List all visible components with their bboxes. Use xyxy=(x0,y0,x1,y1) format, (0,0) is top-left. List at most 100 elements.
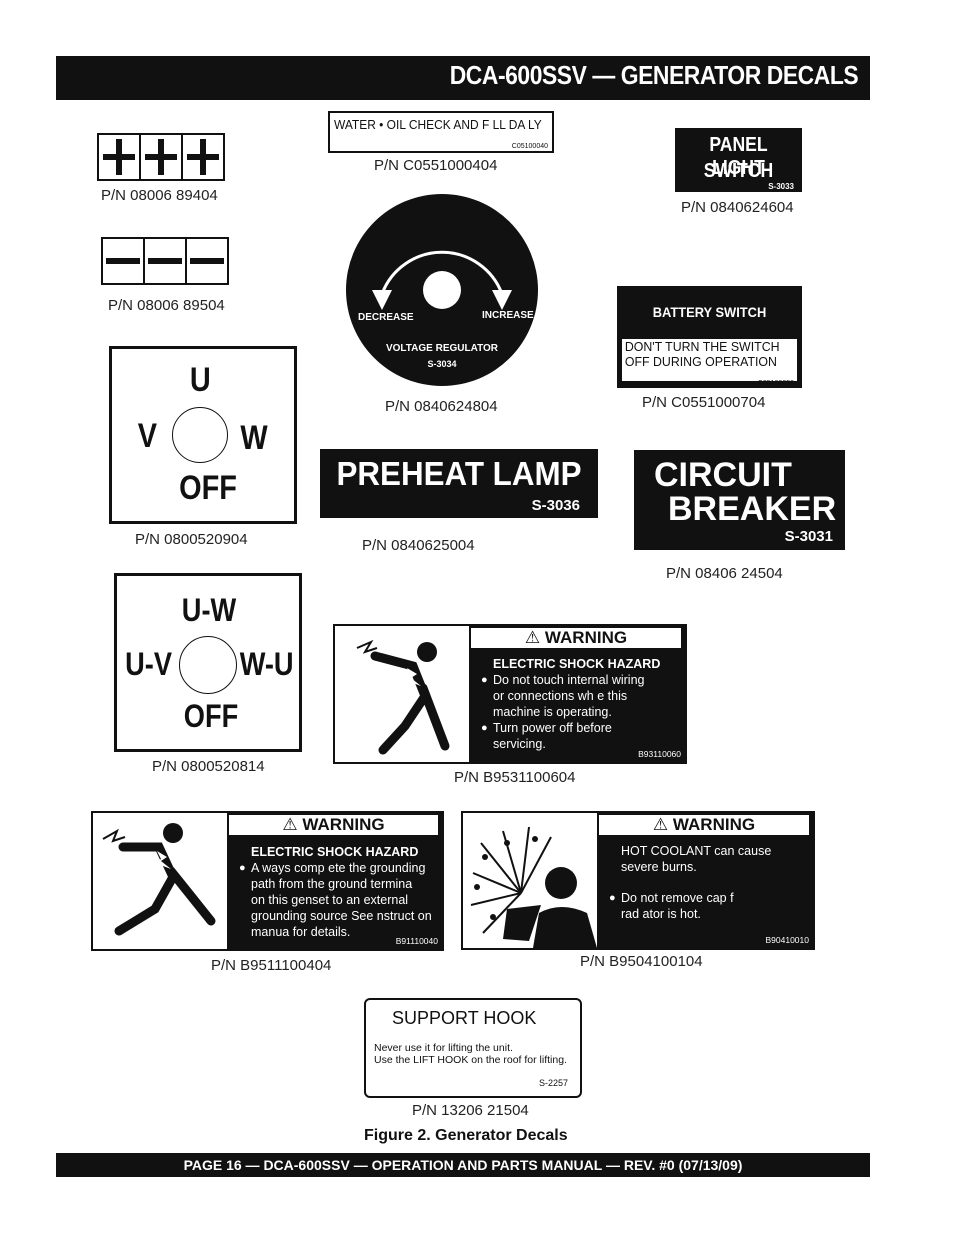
decal-text: SWITCH xyxy=(703,160,774,182)
warning-line: A ways comp ete the grounding xyxy=(251,861,426,875)
minus-icon xyxy=(187,239,227,283)
warning-line: Do not touch internal wiring xyxy=(493,673,645,687)
voltage-regulator-decal: DECREASE INCREASE VOLTAGE REGULATOR S-30… xyxy=(346,194,538,386)
bullet-icon: ● xyxy=(481,722,488,734)
header-bar: DCA-600SSV — GENERATOR DECALS xyxy=(56,56,870,100)
part-number: P/N B9531100604 xyxy=(454,769,576,786)
preheat-lamp-decal: PREHEAT LAMP S-3036 xyxy=(320,449,598,518)
warning-line: on this genset to an external xyxy=(251,893,409,907)
warning-panel: ⚠ WARNING ELECTRIC SHOCK HAZARD ● A ways… xyxy=(227,813,442,949)
part-number: P/N C0551000704 xyxy=(642,394,766,411)
bullet-icon: ● xyxy=(239,862,246,874)
decal-code: S-2257 xyxy=(538,1078,568,1088)
selector-label: U xyxy=(189,361,211,399)
plus-icon xyxy=(99,135,141,179)
decal-code: B93110060 xyxy=(638,749,681,759)
decal-code: S-3034 xyxy=(427,359,457,369)
part-number: P/N 08006 89504 xyxy=(108,297,225,314)
warning-label: WARNING xyxy=(302,815,385,834)
selector-label: U-V xyxy=(125,646,172,682)
warning-triangle-icon: ⚠ xyxy=(524,628,541,647)
part-number: P/N 0840624604 xyxy=(681,199,794,216)
footer-text: PAGE 16 — DCA-600SSV — OPERATION AND PAR… xyxy=(183,1157,743,1173)
warning-banner: ⚠ WARNING xyxy=(471,628,681,648)
grounding-warning-decal: ⚠ WARNING ELECTRIC SHOCK HAZARD ● A ways… xyxy=(91,811,444,951)
shock-warning-decal: ⚠ WARNING ELECTRIC SHOCK HAZARD ● Do not… xyxy=(333,624,687,764)
plus-icon xyxy=(183,135,223,179)
warning-triangle-icon: ⚠ xyxy=(282,815,298,834)
decal-code: C05100050 xyxy=(757,380,794,387)
shock-hazard-pictogram xyxy=(93,813,227,949)
electric-shock-icon xyxy=(102,823,216,936)
decal-title: CIRCUIT xyxy=(654,456,792,494)
plus-decal xyxy=(97,133,225,181)
part-number: P/N 0800520904 xyxy=(135,531,248,548)
decal-code: S-3031 xyxy=(784,528,833,545)
warning-line: manua for details. xyxy=(251,925,351,939)
bullet-icon: ● xyxy=(609,892,616,904)
selector-label: U-W xyxy=(181,592,237,628)
page-title: DCA-600SSV — GENERATOR DECALS xyxy=(449,60,859,90)
decal-text: PANEL LIGHT xyxy=(709,134,768,179)
selector-label: V xyxy=(137,417,157,455)
decal-text: WATER • OIL CHECK AND F LL DA LY xyxy=(334,117,542,132)
warning-panel: ⚠ WARNING ELECTRIC SHOCK HAZARD ● Do not… xyxy=(469,626,685,762)
selector-label: W-U xyxy=(239,646,294,682)
circuit-breaker-decal: CIRCUIT BREAKER S-3031 xyxy=(634,450,845,550)
decal-text: Never use it for lifting the unit. xyxy=(374,1042,513,1054)
warning-triangle-icon: ⚠ xyxy=(652,815,669,834)
part-number: P/N 08006 89404 xyxy=(101,187,218,204)
warning-line: path from the ground termina xyxy=(251,877,413,891)
part-number: P/N 0840625004 xyxy=(362,537,475,554)
warning-line: servicing. xyxy=(493,737,546,751)
selector-circle xyxy=(179,636,237,694)
warning-banner: ⚠ WARNING xyxy=(599,815,809,835)
footer-bar: PAGE 16 — DCA-600SSV — OPERATION AND PAR… xyxy=(56,1153,870,1177)
decal-text: VOLTAGE REGULATOR xyxy=(385,343,499,354)
warning-line: HOT COOLANT can cause xyxy=(621,844,772,858)
decal-code: S-3036 xyxy=(531,497,580,514)
support-hook-decal: SUPPORT HOOK Never use it for lifting th… xyxy=(364,998,582,1098)
shock-hazard-pictogram xyxy=(335,626,469,762)
minus-icon xyxy=(145,239,187,283)
warning-line: Do not remove cap f xyxy=(621,891,734,905)
selector-label: OFF xyxy=(179,469,237,507)
warning-label: WARNING xyxy=(672,815,756,834)
selector-label: OFF xyxy=(183,698,239,734)
hot-coolant-pictogram xyxy=(463,813,597,948)
decal-code: B91110040 xyxy=(395,936,438,946)
warning-line: or connections wh e this xyxy=(493,689,628,703)
part-number: P/N 0800520814 xyxy=(152,758,265,775)
decal-text: INCREASE xyxy=(482,310,534,321)
decal-text: Use the LIFT HOOK on the roof for liftin… xyxy=(374,1054,567,1066)
bullet-icon: ● xyxy=(481,674,488,686)
selector-circle xyxy=(172,407,228,463)
decal-title: PREHEAT LAMP xyxy=(336,455,582,492)
figure-caption: Figure 2. Generator Decals xyxy=(364,1127,568,1144)
minus-decal xyxy=(101,237,229,285)
warning-line: grounding source See nstruct on xyxy=(251,909,432,923)
part-number: P/N B9511100404 xyxy=(211,957,332,974)
decal-code: B90410010 xyxy=(765,935,810,945)
warning-panel: ⚠ WARNING HOT COOLANT can cause severe b… xyxy=(597,813,813,948)
warning-line: severe burns. xyxy=(621,860,697,874)
selector-label: W xyxy=(240,419,268,457)
battery-switch-decal: BATTERY SWITCH DON'T TURN THE SWITCH OFF… xyxy=(617,286,802,388)
part-number: P/N 0840624804 xyxy=(385,398,498,415)
voltage-dial-icon xyxy=(346,194,538,386)
decal-code: C05100040 xyxy=(511,143,548,150)
plus-icon xyxy=(141,135,183,179)
warning-line: machine is operating. xyxy=(493,705,612,719)
part-number: P/N 13206 21504 xyxy=(412,1102,529,1119)
battery-warning-box: DON'T TURN THE SWITCH OFF DURING OPERATI… xyxy=(621,338,798,382)
uw-selector-decal: U-W U-V W-U OFF xyxy=(114,573,302,752)
decal-title: BREAKER xyxy=(668,490,837,528)
decal-text: DECREASE xyxy=(358,312,414,323)
decal-text: DON'T TURN THE SWITCH xyxy=(624,339,780,354)
warning-label: WARNING xyxy=(544,628,628,647)
warning-line: rad ator is hot. xyxy=(621,907,701,921)
electric-shock-icon xyxy=(356,639,450,755)
part-number: P/N B9504100104 xyxy=(580,953,703,970)
part-number: P/N C0551000404 xyxy=(374,157,498,174)
decal-code: S-3033 xyxy=(768,182,794,191)
